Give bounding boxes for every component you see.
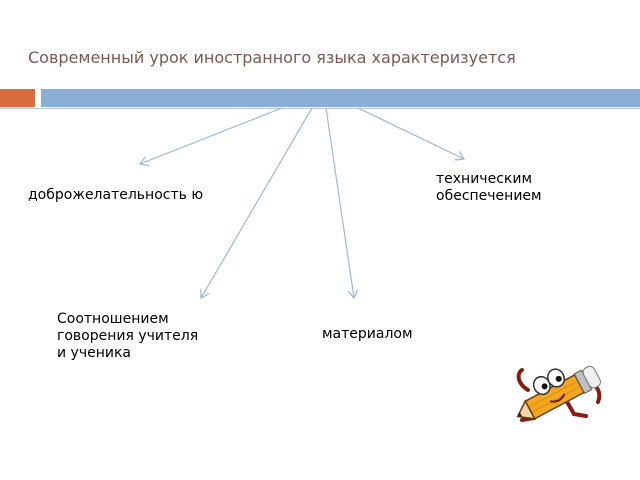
slide-title: Современный урок иностранного языка хара… [28, 48, 516, 67]
node-friendliness: доброжелательность ю [28, 187, 204, 203]
arrow-to-technical [357, 107, 464, 159]
accent-rule [0, 108, 640, 109]
pencil-character-icon [516, 365, 602, 422]
node-technical-equipment: техническим обеспечением [436, 171, 542, 204]
arrow-to-speech [201, 107, 313, 298]
accent-band-orange [0, 89, 35, 107]
arrow-to-friendliness [140, 107, 283, 164]
node-speech-ratio: Соотношением говорения учителя и ученика [57, 311, 199, 361]
accent-band-blue [41, 89, 640, 107]
arrow-to-material [325, 107, 354, 298]
node-material: материалом [322, 326, 413, 342]
